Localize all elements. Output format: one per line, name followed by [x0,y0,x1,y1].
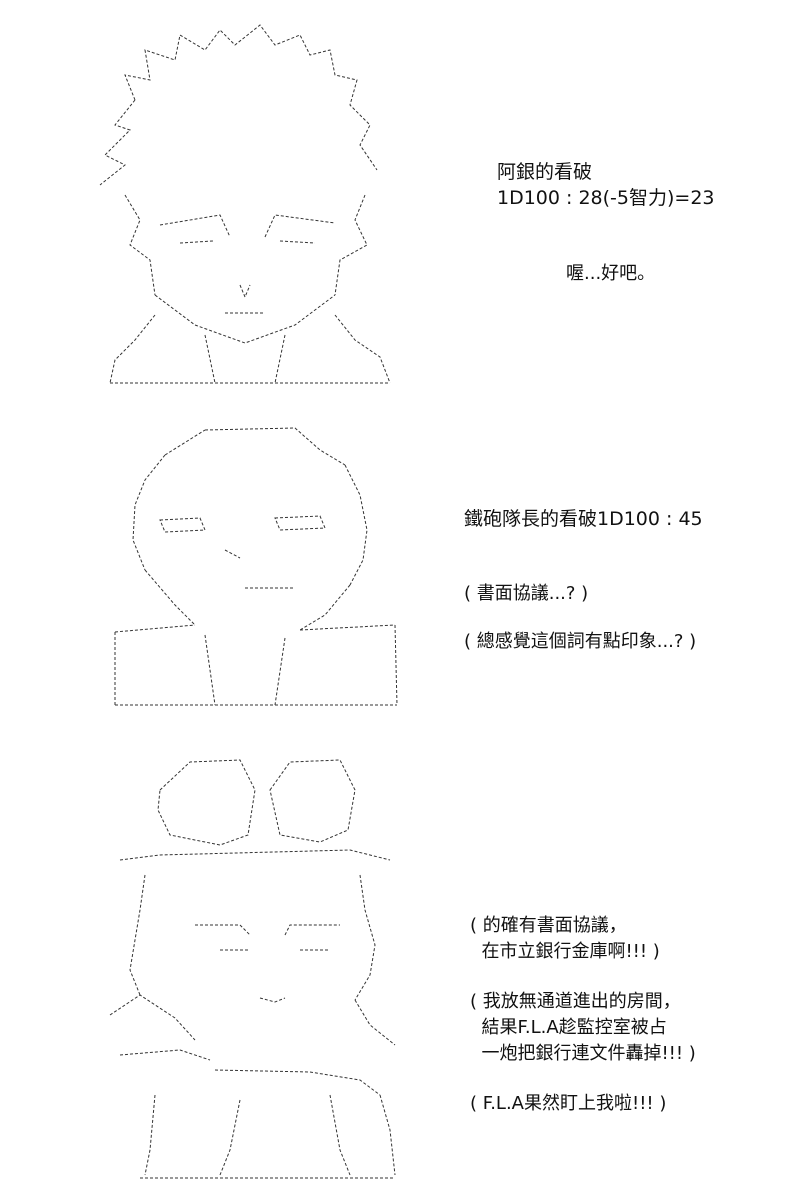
panel-3: ( 的確有書面協議， 在市立銀行金庫啊!!! ) ( 我放無通道進出的房間， 結… [0,730,800,1200]
panel3-block2-line2: 結果F.L.A趁監控室被占 [470,1017,667,1038]
panel3-block2-line1: ( 我放無通道進出的房間， [470,991,681,1012]
captain-ascii-art [105,410,405,710]
panel3-block2-line3: 一炮把銀行連文件轟掉!!! ) [470,1043,696,1064]
gin-ascii-art [95,5,395,390]
panel3-block1-line2: 在市立銀行金庫啊!!! ) [470,941,660,962]
panel3-block3-line1: ( F.L.A果然盯上我啦!!! ) [470,1093,667,1114]
panel1-roll-result: 1D100 : 28(-5智力)=23 [497,187,715,209]
panel2-roll-result: 鐵砲隊長的看破1D100 : 45 [464,508,703,530]
panel2-thought-2: ( 總感覺這個詞有點印象...? ) [464,631,697,652]
panel1-line1: 阿銀的看破 [497,161,593,183]
panel2-thought-1: ( 書面協議...? ) [464,583,589,604]
panel-1: 阿銀的看破 1D100 : 28(-5智力)=23 喔...好吧。 [0,0,800,400]
panel3-block1-line1: ( 的確有書面協議， [470,915,627,936]
bunny-girl-ascii-art [100,750,410,1190]
panel1-reply: 喔...好吧。 [566,263,656,284]
panel-2: 鐵砲隊長的看破1D100 : 45 ( 書面協議...? ) ( 總感覺這個詞有… [0,400,800,730]
